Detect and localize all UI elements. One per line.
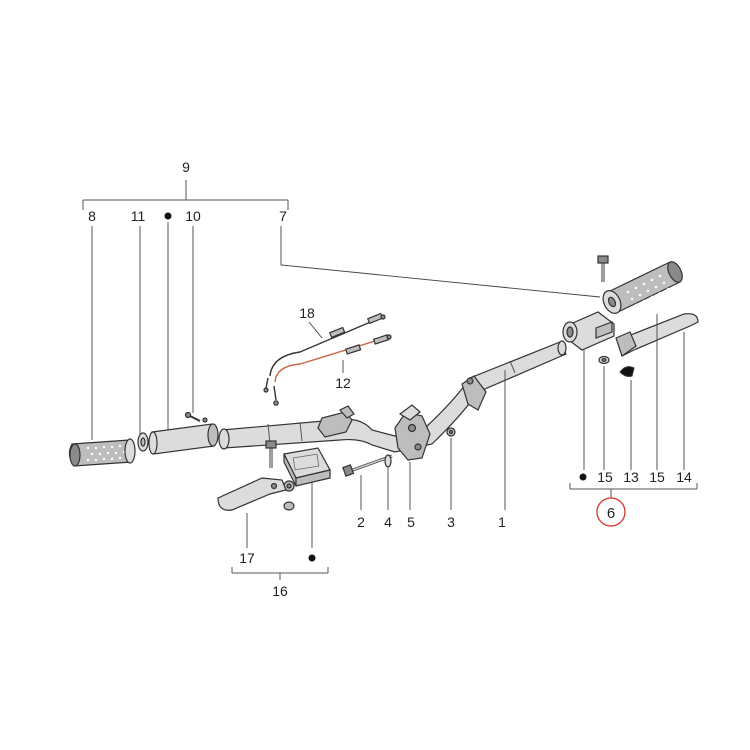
callout-9: 9: [182, 159, 190, 175]
right-lever-housing: [562, 311, 615, 351]
leader-7: [280, 226, 601, 298]
callout-8: 8: [88, 208, 96, 224]
bullet-marker: [164, 212, 172, 220]
cable-12: [273, 334, 392, 406]
right-grip: [602, 261, 683, 314]
left-grip: [68, 438, 136, 467]
highlight-circle: [596, 497, 626, 527]
group-16-bracket: [231, 567, 329, 580]
callout-3: 3: [447, 514, 455, 530]
callout-15a: 15: [597, 469, 613, 485]
spring-clip-13: [619, 366, 635, 377]
callout-6: 6: [607, 505, 615, 522]
callout-4: 4: [384, 514, 392, 530]
callout-13: 13: [623, 469, 639, 485]
leader-18: [308, 321, 323, 339]
callout-16: 16: [272, 583, 288, 599]
throttle-tube: [148, 423, 219, 455]
screw-10: [184, 411, 208, 423]
washer-4: [384, 454, 392, 468]
handlebar: [218, 340, 567, 453]
callout-1: 1: [498, 514, 506, 530]
group-9-bracket: [82, 180, 289, 210]
left-master-cylinder: [283, 447, 331, 492]
cable-18: [263, 312, 386, 393]
small-nut: [283, 501, 295, 511]
callout-5: 5: [407, 514, 415, 530]
right-grip-screw: [597, 255, 609, 282]
small-washer-15: [598, 355, 610, 365]
nut-3: [446, 427, 456, 437]
callout-2: 2: [357, 514, 365, 530]
callout-15b: 15: [649, 469, 665, 485]
bullet-marker: [579, 473, 587, 481]
callout-12: 12: [335, 375, 351, 391]
mirror-bolt: [265, 440, 277, 468]
group-6-bracket: [569, 483, 698, 498]
callout-10: 10: [185, 208, 201, 224]
callout-7: 7: [279, 208, 287, 224]
mount-clamp: [394, 404, 431, 461]
callout-18: 18: [299, 305, 315, 321]
left-brake-lever: [217, 477, 287, 511]
callout-14: 14: [676, 469, 692, 485]
callout-17: 17: [239, 550, 255, 566]
bullet-marker: [308, 554, 316, 562]
callout-11: 11: [131, 208, 146, 224]
right-brake-lever: [615, 313, 699, 357]
